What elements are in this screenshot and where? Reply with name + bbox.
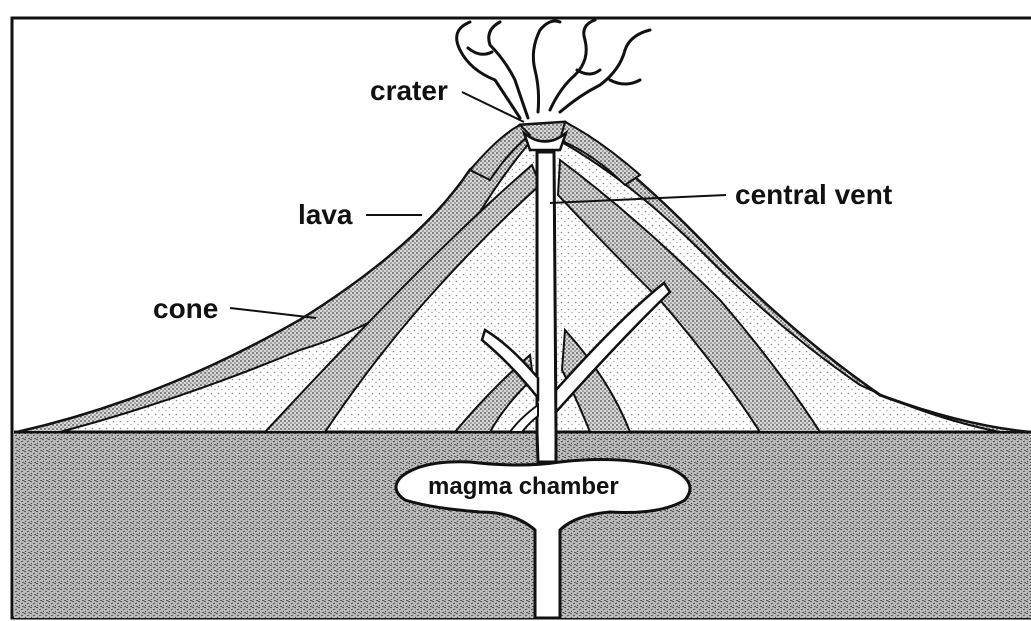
- label-cone: cone: [153, 293, 218, 324]
- label-crater: crater: [370, 75, 448, 106]
- central-vent: [537, 152, 556, 462]
- label-lava: lava: [298, 199, 353, 230]
- ground-layer: [14, 432, 1031, 618]
- label-central-vent: central vent: [735, 179, 892, 210]
- label-magma-chamber: magma chamber: [428, 473, 619, 500]
